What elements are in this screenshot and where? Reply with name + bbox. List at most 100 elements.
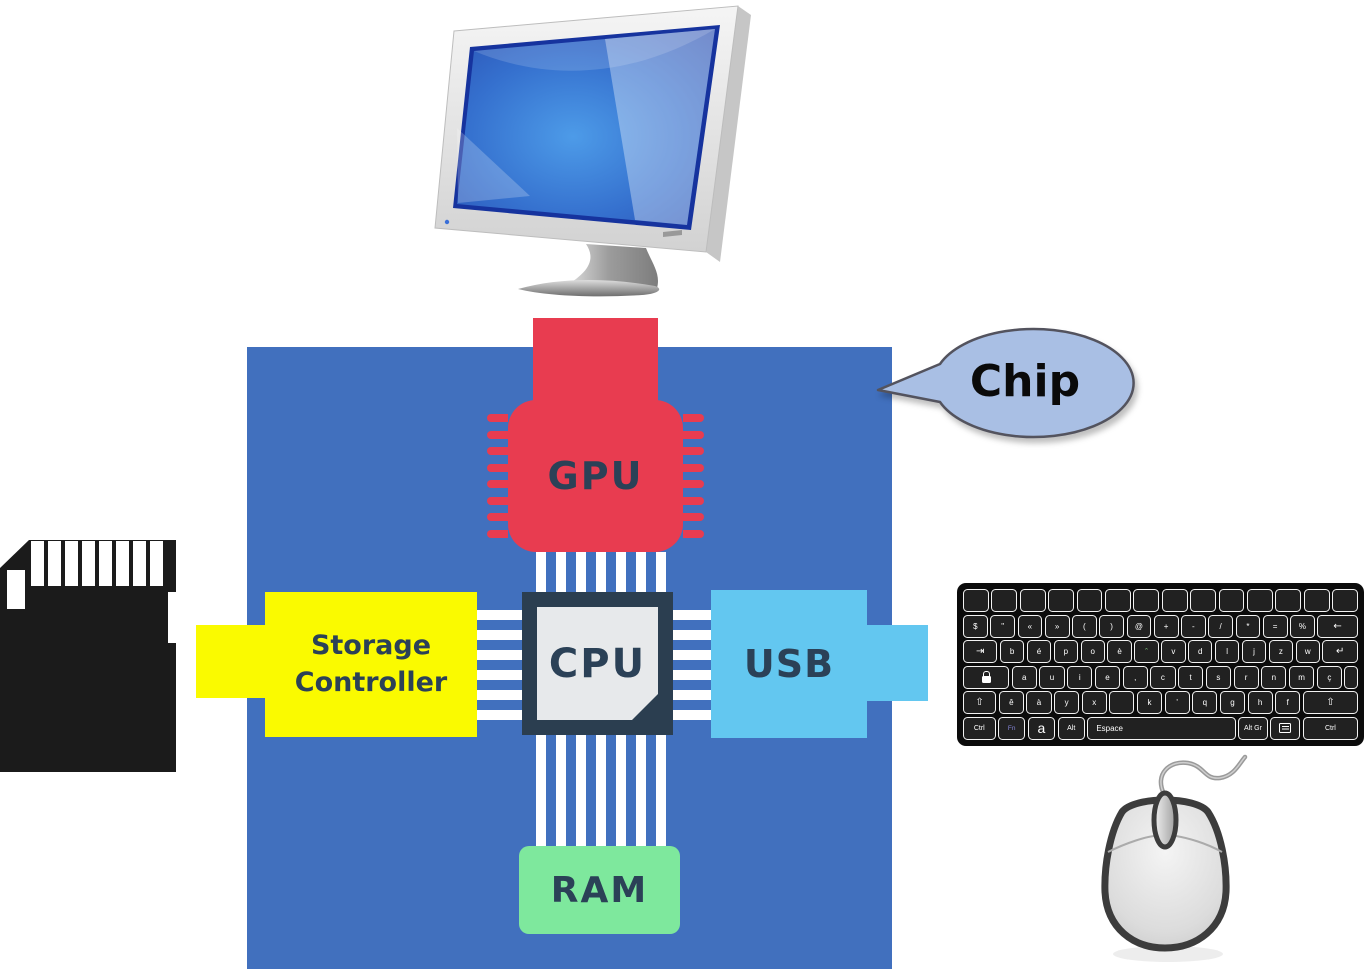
keyboard-key: k bbox=[1136, 691, 1163, 714]
bus-storage-cpu bbox=[477, 610, 522, 720]
gpu-pin bbox=[683, 529, 704, 538]
keyboard-key bbox=[991, 589, 1018, 612]
keyboard-key: d bbox=[1188, 640, 1213, 663]
keyboard-key: « bbox=[1017, 614, 1043, 638]
keyboard-key: l bbox=[1214, 640, 1240, 663]
keyboard-key: a bbox=[1027, 716, 1056, 740]
gpu-pin bbox=[487, 463, 508, 472]
keyboard-key bbox=[1190, 589, 1217, 612]
keyboard-key: Espace bbox=[1087, 716, 1236, 740]
keyboard-key: à bbox=[1026, 691, 1052, 714]
menu-icon bbox=[1279, 723, 1292, 733]
keyboard-key bbox=[1019, 589, 1046, 612]
cpu-label: CPU bbox=[548, 640, 647, 687]
keyboard-key: p bbox=[1053, 640, 1079, 663]
keyboard-key: v bbox=[1161, 640, 1186, 663]
gpu-pin bbox=[487, 513, 508, 521]
keyboard-key: c bbox=[1150, 665, 1176, 689]
keyboard-key: ç bbox=[1316, 665, 1342, 689]
keyboard-key bbox=[1161, 589, 1188, 612]
gpu-pin bbox=[487, 496, 508, 505]
keyboard-key: h bbox=[1247, 691, 1273, 714]
ram-label: RAM bbox=[550, 869, 649, 911]
keyboard-key bbox=[1104, 589, 1131, 612]
gpu-pin bbox=[683, 480, 704, 488]
keyboard-key bbox=[1246, 589, 1273, 612]
keyboard-key: m bbox=[1288, 665, 1315, 689]
keyboard-key: ↵ bbox=[1322, 640, 1358, 663]
keyboard-key bbox=[963, 589, 989, 612]
keyboard-key: Fn bbox=[998, 716, 1026, 740]
keyboard-key: $ bbox=[963, 614, 988, 638]
keyboard-key: ⇧ bbox=[1302, 691, 1358, 714]
gpu-pin bbox=[487, 529, 508, 538]
keyboard-key: r bbox=[1233, 665, 1259, 689]
keyboard-key: ⇧ bbox=[963, 691, 997, 714]
keyboard-key: Alt bbox=[1057, 716, 1085, 740]
storage-label-line1: Storage bbox=[310, 630, 432, 662]
keyboard-key: a bbox=[1011, 665, 1037, 689]
keyboard-key: / bbox=[1208, 614, 1233, 638]
gpu-pin bbox=[487, 414, 508, 422]
keyboard-key: % bbox=[1290, 614, 1315, 638]
keyboard-key: u bbox=[1039, 665, 1065, 689]
storage-label-line2: Controller bbox=[294, 666, 448, 698]
keyboard-key bbox=[1275, 589, 1302, 612]
mouse-icon bbox=[1101, 754, 1248, 962]
keyboard-key: b bbox=[999, 640, 1025, 663]
keyboard-key: ( bbox=[1072, 614, 1097, 638]
gpu-pin bbox=[487, 480, 508, 488]
keyboard-key: ⇥ bbox=[963, 640, 998, 663]
keyboard-key: q bbox=[1192, 691, 1218, 714]
keyboard-key: z bbox=[1268, 640, 1294, 663]
keyboard-key: s bbox=[1205, 665, 1232, 689]
keyboard-key: @ bbox=[1126, 614, 1152, 638]
gpu-pin bbox=[487, 447, 508, 455]
keyboard-key: x bbox=[1081, 691, 1107, 714]
bus-cpu-usb bbox=[673, 610, 711, 720]
keyboard-key: é bbox=[1026, 640, 1052, 663]
keyboard-key: ˆ bbox=[1134, 640, 1159, 663]
gpu-monitor-connector bbox=[533, 318, 658, 410]
gpu-pin bbox=[487, 430, 508, 439]
keyboard-key bbox=[963, 665, 1010, 689]
keyboard-key: f bbox=[1275, 691, 1301, 714]
cpu-block: CPU bbox=[522, 592, 673, 735]
keyboard-key bbox=[1109, 691, 1135, 714]
keyboard-key bbox=[1344, 665, 1359, 689]
gpu-pin bbox=[683, 430, 704, 439]
gpu-label: GPU bbox=[547, 454, 644, 498]
usb-keyboard-connector bbox=[866, 625, 928, 701]
keyboard-key: ' bbox=[1164, 691, 1190, 714]
keyboard-key: Ctrl bbox=[1302, 716, 1358, 740]
keyboard-key: Ctrl bbox=[963, 716, 996, 740]
keyboard-key: ← bbox=[1317, 614, 1358, 638]
monitor-icon bbox=[434, 5, 751, 297]
keyboard-key: w bbox=[1295, 640, 1320, 663]
keyboard-key: , bbox=[1122, 665, 1148, 689]
gpu-block: GPU bbox=[487, 400, 704, 552]
keyboard-key bbox=[1218, 589, 1245, 612]
chip-bubble-label: Chip bbox=[970, 356, 1080, 407]
lock-icon bbox=[981, 670, 991, 683]
keyboard-key: " bbox=[990, 614, 1015, 638]
chip-callout-bubble: Chip bbox=[876, 327, 1135, 439]
keyboard-key bbox=[1303, 589, 1330, 612]
keyboard-key: ) bbox=[1099, 614, 1124, 638]
keyboard-key: - bbox=[1181, 614, 1206, 638]
keyboard-key: y bbox=[1054, 691, 1080, 714]
keyboard-key: i bbox=[1067, 665, 1093, 689]
keyboard-key bbox=[1332, 589, 1358, 612]
usb-block: USB bbox=[711, 590, 867, 738]
gpu-pin bbox=[683, 447, 704, 455]
gpu-pin bbox=[683, 414, 704, 422]
keyboard-key: + bbox=[1153, 614, 1179, 638]
keyboard-key: o bbox=[1080, 640, 1105, 663]
keyboard-key: e bbox=[1094, 665, 1121, 689]
keyboard-key: n bbox=[1261, 665, 1287, 689]
storage-sd-connector bbox=[196, 625, 266, 698]
keyboard-key: j bbox=[1241, 640, 1267, 663]
keyboard-key: t bbox=[1178, 665, 1204, 689]
